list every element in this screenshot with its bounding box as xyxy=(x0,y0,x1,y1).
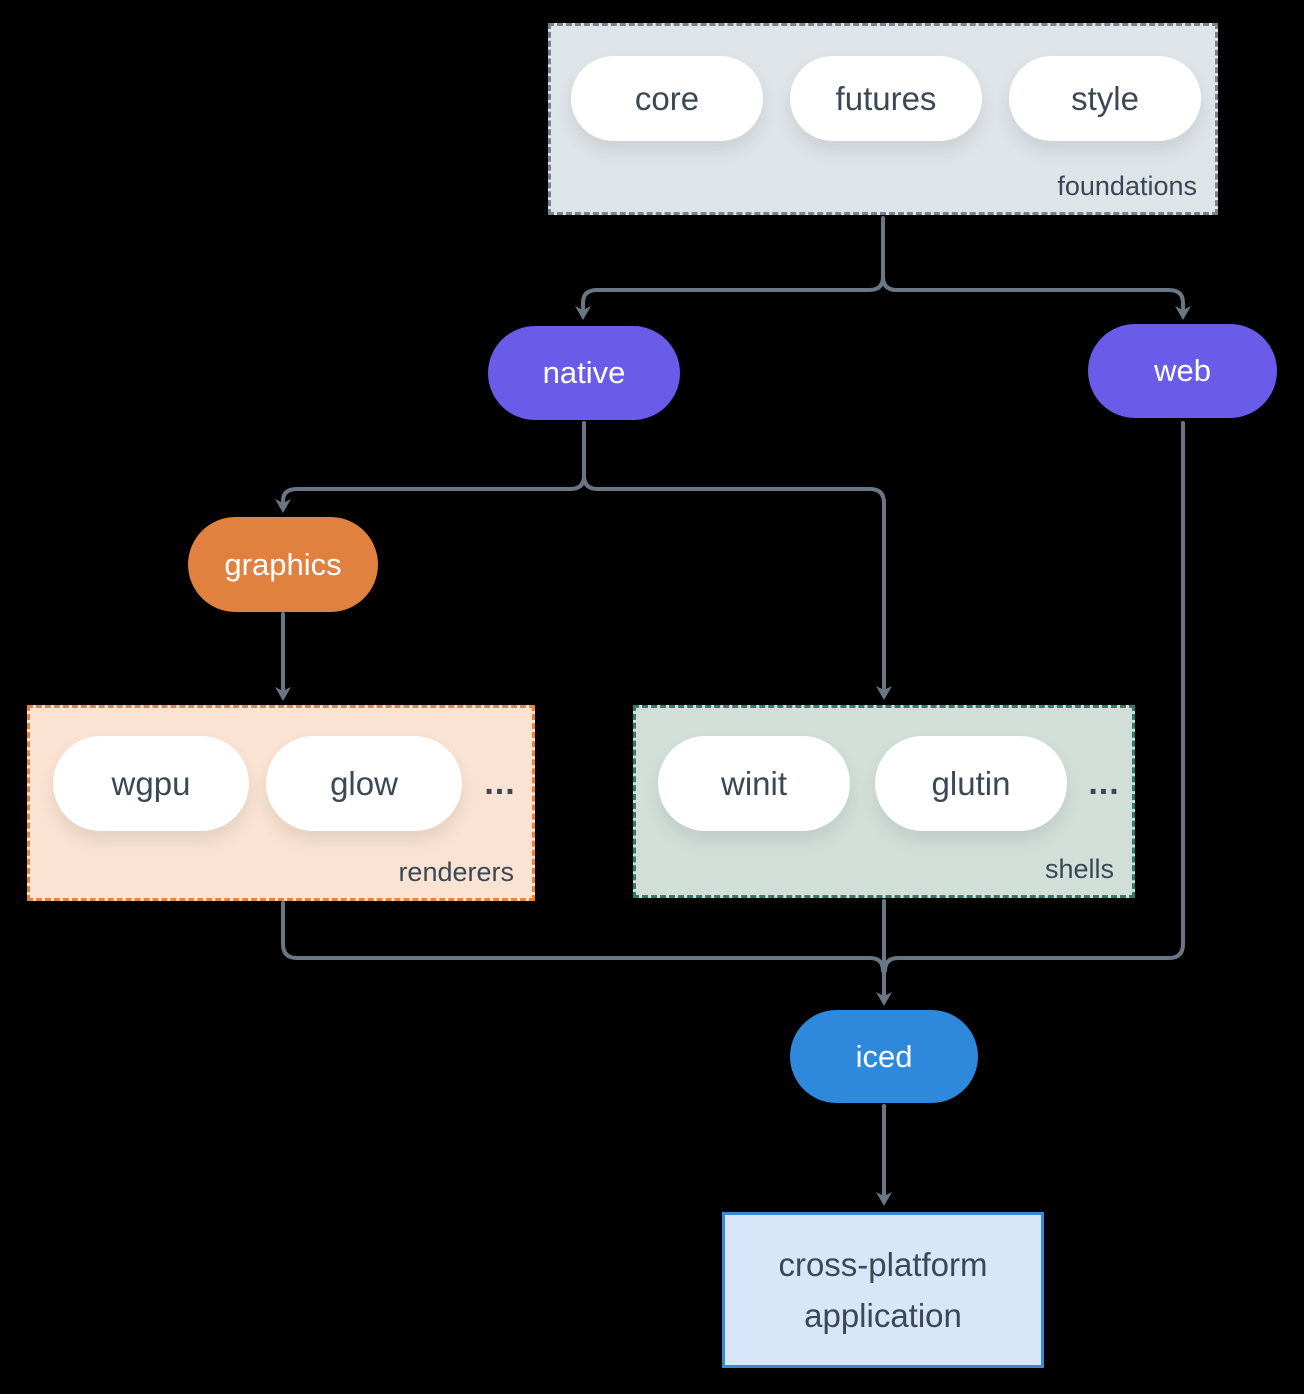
foundations-group-box: core futures style foundations xyxy=(548,23,1218,215)
node-graphics: graphics xyxy=(188,517,378,612)
node-web: web xyxy=(1088,324,1277,418)
pill-glutin: glutin xyxy=(875,736,1067,831)
app-label-line-2: application xyxy=(804,1297,962,1334)
shells-group-box: winit glutin ... shells xyxy=(633,705,1135,898)
edge-foundations-to-native xyxy=(575,275,885,320)
edge-native-to-graphics xyxy=(275,474,586,513)
app-label-line-1: cross-platform xyxy=(778,1245,988,1283)
edge-native-to-shells xyxy=(582,474,892,700)
pill-glow: glow xyxy=(266,736,462,831)
renderers-group-box: wgpu glow ... renderers xyxy=(27,705,535,901)
foundations-group-label: foundations xyxy=(1057,171,1197,201)
renderers-ellipsis: ... xyxy=(484,764,516,802)
pill-futures: futures xyxy=(790,56,982,141)
pill-core: core xyxy=(571,56,763,141)
pill-winit: winit xyxy=(658,736,850,831)
renderers-group-label: renderers xyxy=(398,857,514,887)
edge-renderers-to-merge xyxy=(281,901,885,973)
node-iced: iced xyxy=(790,1010,978,1103)
node-native: native xyxy=(488,326,680,420)
shells-ellipsis: ... xyxy=(1088,764,1120,802)
cross-platform-application-box: cross-platform application xyxy=(722,1212,1044,1368)
pill-style: style xyxy=(1009,56,1201,141)
pill-wgpu: wgpu xyxy=(53,736,249,831)
edge-foundations-to-web xyxy=(881,275,1191,320)
shells-group-label: shells xyxy=(1044,854,1114,884)
